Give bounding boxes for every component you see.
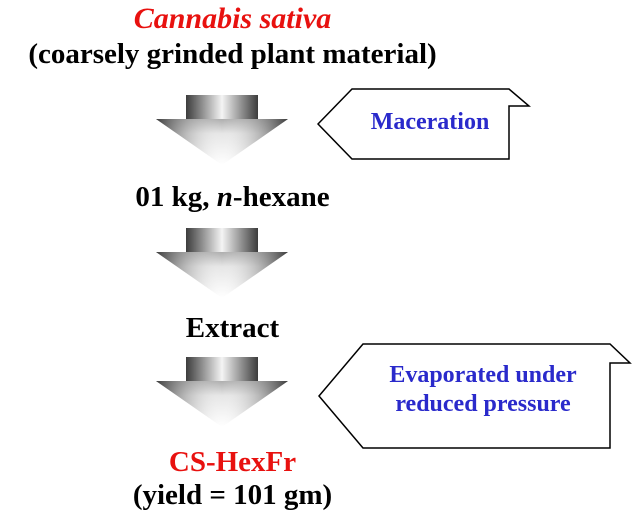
- evaporation-label-line-2: reduced pressure: [395, 391, 571, 417]
- evaporation-label: Evaporated under reduced pressure: [357, 361, 609, 419]
- flow-arrow-2: [156, 228, 288, 298]
- maceration-label: Maceration: [370, 109, 490, 135]
- solvent-italic-prefix: n: [216, 181, 233, 213]
- solvent-name: -hexane: [232, 181, 330, 213]
- amount-text: 01 kg,: [135, 181, 217, 213]
- yield-label: (yield = 101 gm): [132, 479, 333, 511]
- maceration-callout: [317, 88, 531, 160]
- flow-arrow-3: [156, 357, 288, 427]
- diagram-title: Cannabis sativa: [133, 2, 332, 35]
- evaporation-label-line-1: Evaporated under: [389, 362, 577, 388]
- evaporation-callout: [318, 343, 632, 449]
- flow-arrow-1: [156, 95, 288, 165]
- fraction-name-label: CS-HexFr: [168, 446, 297, 478]
- plant-material-label: (coarsely grinded plant material): [28, 38, 437, 70]
- solvent-amount-label: 01 kg, n-hexane: [0, 183, 465, 212]
- extract-label: Extract: [185, 312, 280, 344]
